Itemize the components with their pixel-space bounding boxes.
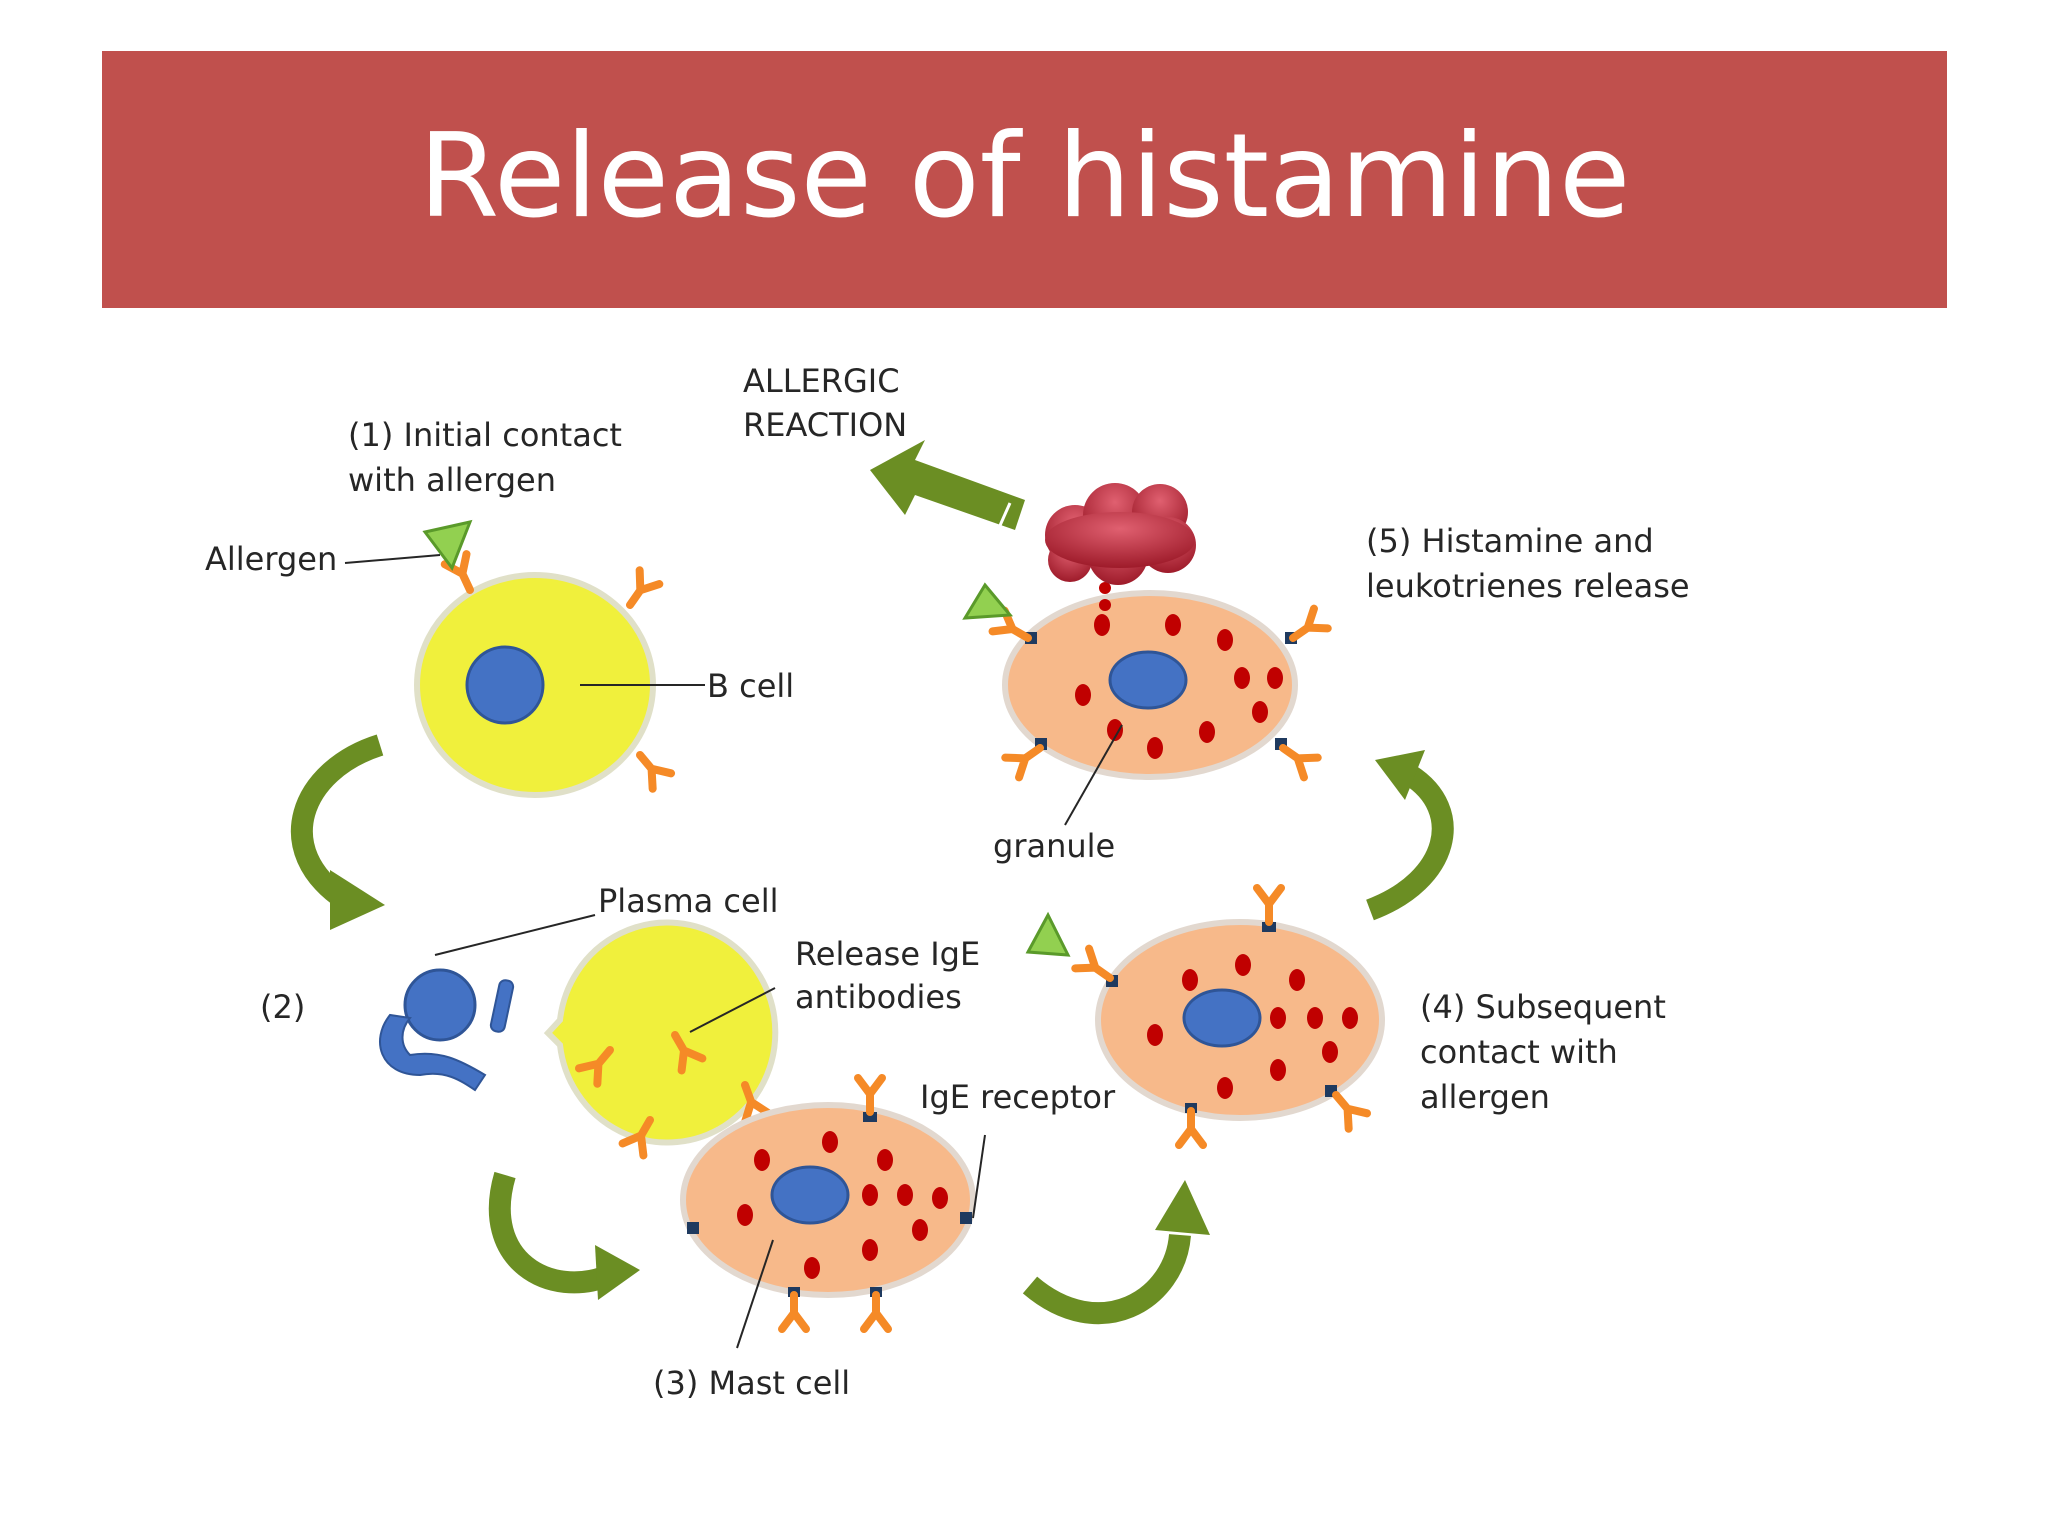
flow-arrows <box>290 440 1454 1325</box>
b-cell-antibody <box>631 747 671 788</box>
plasma-cell <box>379 919 779 1146</box>
diagram-labels: ALLERGIC REACTION (1) Initial contact wi… <box>205 362 1690 1402</box>
slide-title: Release of histamine <box>418 109 1631 244</box>
svg-text:Release IgE: Release IgE <box>795 935 980 973</box>
label-step4-1: (4) Subsequent <box>1420 988 1666 1026</box>
svg-text:allergen: allergen <box>1420 1078 1550 1116</box>
svg-text:(4) Subsequent: (4) Subsequent <box>1420 988 1666 1026</box>
label-granule: granule <box>993 827 1115 865</box>
label-allergic-reaction-2: REACTION <box>743 406 907 444</box>
arrow-mast-to-subsequent <box>1022 1180 1210 1325</box>
label-step2: (2) <box>260 988 305 1026</box>
mast-cell-granules <box>737 1131 948 1279</box>
label-ige-receptor: IgE receptor <box>920 1078 1116 1116</box>
label-allergen: Allergen <box>205 540 337 578</box>
arrow-bcell-to-plasma <box>290 734 385 930</box>
label-b-cell: B cell <box>707 667 794 705</box>
allergen-icon <box>962 582 1014 620</box>
label-step5-2: leukotrienes release <box>1366 567 1690 605</box>
plasma-cell-er <box>379 1013 487 1092</box>
arrow-plasma-to-mast <box>488 1171 640 1300</box>
title-bar: Release of histamine <box>102 51 1947 308</box>
label-plasma-cell: Plasma cell <box>598 882 778 920</box>
arrow-allergic-reaction <box>870 440 1025 531</box>
arrow-subsequent-to-release <box>1365 750 1454 921</box>
mast-cell <box>680 1078 976 1329</box>
label-allergic-reaction-1: ALLERGIC <box>743 362 900 400</box>
allergen-icon <box>1025 911 1071 957</box>
plasma-cell-nucleus <box>403 968 477 1042</box>
label-release-ige-2: antibodies <box>795 978 962 1016</box>
svg-text:(1) Initial contact: (1) Initial contact <box>348 416 622 454</box>
svg-text:REACTION: REACTION <box>743 406 907 444</box>
mast-cell-nucleus <box>770 1165 850 1225</box>
svg-text:antibodies: antibodies <box>795 978 962 1016</box>
histamine-cloud <box>1045 483 1196 585</box>
svg-text:(5) Histamine and: (5) Histamine and <box>1366 522 1654 560</box>
sensitized-cell-nucleus <box>1182 988 1262 1048</box>
label-step5-1: (5) Histamine and <box>1366 522 1654 560</box>
svg-text:contact with: contact with <box>1420 1033 1618 1071</box>
b-cell-nucleus <box>465 645 545 725</box>
mast-cell-sensitized <box>1025 888 1385 1145</box>
svg-text:leukotrienes release: leukotrienes release <box>1366 567 1690 605</box>
label-step1-1: (1) Initial contact <box>348 416 622 454</box>
label-release-ige-1: Release IgE <box>795 935 980 973</box>
mast-cell-degranulating <box>962 483 1328 777</box>
degranulating-cell-granules <box>1075 614 1283 759</box>
svg-text:with allergen: with allergen <box>348 461 556 499</box>
svg-text:ALLERGIC: ALLERGIC <box>743 362 900 400</box>
label-step1-2: with allergen <box>348 461 556 499</box>
b-cell <box>414 519 671 798</box>
b-cell-antibody <box>620 570 659 612</box>
histamine-droplets <box>1099 582 1111 611</box>
degranulating-cell-nucleus <box>1108 650 1188 710</box>
allergen-icon <box>422 519 473 572</box>
sensitized-cell-granules <box>1147 954 1358 1099</box>
label-step4-2: contact with <box>1420 1033 1618 1071</box>
plasma-cell-er <box>489 979 515 1033</box>
label-step4-3: allergen <box>1420 1078 1550 1116</box>
label-mast-cell: (3) Mast cell <box>653 1364 850 1402</box>
